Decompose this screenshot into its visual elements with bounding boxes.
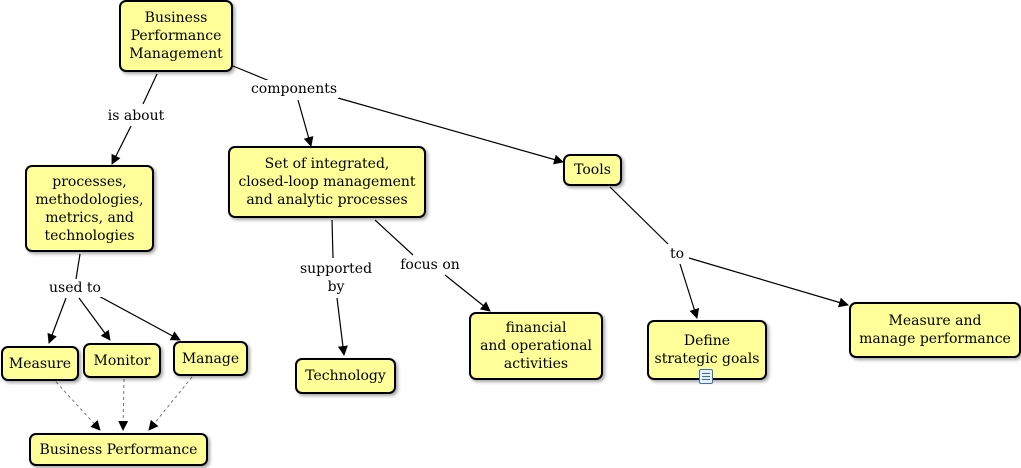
edge-usedto-manage [94, 293, 181, 341]
edge-supportedby-technology [336, 297, 348, 356]
edge-monitor-bp [118, 378, 129, 431]
node-business-performance[interactable]: Business Performance [29, 433, 208, 466]
edge-bpm-components [232, 65, 273, 83]
node-business-performance-management[interactable]: Business Performance Management [119, 0, 233, 72]
edge-tools-to [609, 186, 669, 245]
node-monitor[interactable]: Monitor [83, 343, 161, 378]
edge-to-measuremanage [688, 257, 849, 308]
link-used-to: used to [47, 279, 103, 297]
edge-components-set [297, 99, 314, 147]
node-measure-manage-performance[interactable]: Measure and manage performance [849, 302, 1021, 358]
edge-components-tools [337, 97, 564, 165]
edge-to-define [679, 263, 700, 319]
node-financial-operational[interactable]: financial and operational activities [469, 312, 603, 380]
link-components: components [248, 80, 340, 98]
edge-set-focuson [374, 219, 414, 256]
node-tools[interactable]: Tools [563, 154, 622, 186]
node-integrated-processes[interactable]: Set of integrated, closed-loop managemen… [228, 146, 426, 218]
edge-set-supportedby [331, 219, 334, 259]
node-processes[interactable]: processes, methodologies, metrics, and t… [25, 165, 154, 252]
link-focus-on: focus on [398, 256, 462, 274]
document-resource-icon[interactable] [699, 369, 713, 384]
link-to: to [667, 245, 687, 263]
edge-usedto-measure [47, 297, 67, 344]
node-measure[interactable]: Measure [1, 346, 79, 381]
edge-processes-usedto [75, 253, 81, 280]
link-supported-by: supported by [297, 260, 375, 296]
node-technology[interactable]: Technology [295, 358, 396, 394]
link-is-about: is about [105, 107, 167, 125]
edge-usedto-monitor [78, 297, 111, 341]
edge-bpm-isabout [142, 73, 158, 105]
edge-manage-bp [148, 376, 193, 431]
edge-focuson-financial [444, 274, 491, 312]
node-manage[interactable]: Manage [173, 341, 248, 376]
edge-isabout-processes [111, 125, 132, 165]
edge-measure-bp [55, 381, 101, 431]
